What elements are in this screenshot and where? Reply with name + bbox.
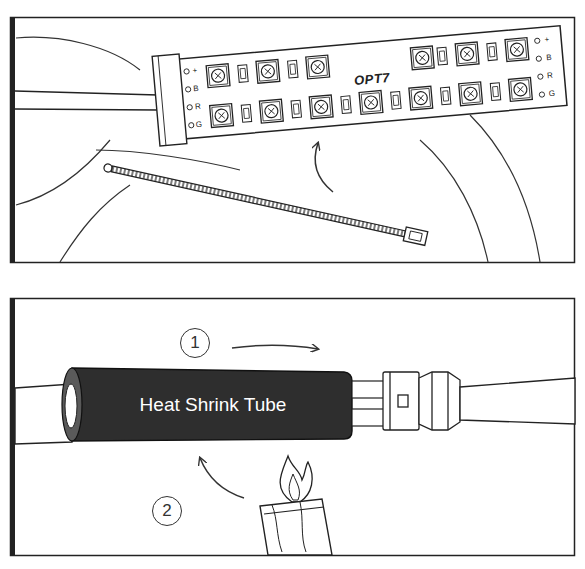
motion-arrow: [232, 345, 318, 349]
tube-label-area: Heat Shrink Tube: [132, 390, 295, 420]
car-surface: [16, 140, 110, 205]
car-surface: [60, 185, 130, 262]
connector: [398, 395, 408, 407]
led-row: [309, 95, 333, 119]
solder-pad: [539, 92, 545, 98]
solder-pad: [187, 104, 193, 110]
part-label: Heat Shrink Tube: [140, 394, 287, 416]
panel-frame: [11, 299, 575, 556]
strip-wire: [15, 91, 158, 95]
car-surface: [470, 115, 540, 262]
pad-label: R: [194, 102, 200, 110]
wire: [352, 381, 384, 398]
connector: [431, 372, 432, 430]
led-row: [256, 59, 280, 83]
led-row: [241, 105, 251, 123]
callout-circle: 1: [180, 328, 210, 358]
solder-pad: [185, 87, 191, 93]
solder-pad: [534, 38, 540, 44]
strip-wire: [15, 91, 158, 110]
pad-label: +: [192, 67, 197, 75]
led-row: [238, 65, 248, 83]
zip-tie: [111, 166, 405, 237]
panel-frame: [10, 298, 15, 556]
led-row: [288, 60, 298, 78]
led-row: [341, 96, 351, 114]
led-row: [455, 42, 479, 66]
lighter: [272, 505, 282, 552]
led-row: [459, 82, 483, 106]
panel-frame: [11, 18, 575, 263]
pad-label: R: [547, 72, 553, 80]
motion-arrow: [315, 143, 333, 192]
car-surface: [420, 140, 488, 262]
car-surface: [16, 37, 140, 70]
strip-wire: [15, 109, 158, 110]
led-row: [306, 55, 330, 79]
led-row: [206, 38, 529, 88]
wire: [352, 381, 384, 426]
connector: [383, 372, 419, 430]
led-row: [487, 43, 497, 61]
led-row: [437, 47, 447, 65]
zip-tie: [403, 227, 428, 245]
led-row: [505, 38, 529, 62]
led-row: [259, 99, 283, 123]
callout-number: 2: [162, 501, 171, 521]
led-row: [410, 46, 434, 70]
led-row: [440, 87, 450, 105]
brand-logo: OPT7: [353, 71, 390, 87]
solder-pad: [184, 69, 190, 75]
led-row: [291, 100, 301, 118]
heat-shrink-tube: [65, 384, 77, 428]
cable: [460, 378, 575, 424]
pad-label: G: [548, 89, 555, 98]
panel-frame: [10, 17, 575, 263]
lighter: [300, 502, 306, 552]
lighter: [289, 474, 299, 500]
led-row: [359, 91, 383, 115]
lighter: [260, 456, 332, 555]
led-row: [409, 86, 433, 110]
led-row: [391, 91, 401, 109]
pad-label: B: [193, 84, 199, 92]
led-row: [490, 83, 500, 101]
pad-label: B: [546, 54, 552, 62]
lighter: [280, 456, 312, 502]
zip-tie: [103, 160, 428, 245]
wire: [352, 409, 384, 426]
panel-frame: [10, 298, 575, 556]
solder-pad: [538, 74, 544, 80]
led-strip: [167, 26, 567, 140]
end-cap: [152, 54, 187, 146]
connector: [419, 372, 460, 430]
solder-pad: [188, 122, 194, 128]
solder-pad: [536, 56, 542, 62]
end-cap: [152, 54, 187, 146]
connector: [447, 372, 448, 430]
motion-arrow: [200, 458, 244, 498]
led-row: [508, 78, 532, 102]
connector: [383, 372, 460, 430]
solder-pad: [184, 38, 545, 128]
end-cap: [158, 56, 166, 146]
panel-frame: [10, 17, 15, 263]
led-row: [210, 104, 234, 128]
callout-circle: 2: [152, 496, 182, 526]
zip-tie: [409, 231, 422, 241]
heat-shrink-tube: [62, 368, 352, 441]
pad-label: G: [196, 120, 203, 129]
led-row: [206, 64, 230, 88]
pad-label: +: [545, 36, 550, 44]
heat-shrink-tube: [72, 368, 352, 441]
lighter: [260, 499, 332, 555]
callout-number: 1: [190, 333, 199, 353]
heat-shrink-tube: [62, 368, 82, 441]
connector: [389, 372, 390, 430]
led-strip: [152, 21, 567, 146]
